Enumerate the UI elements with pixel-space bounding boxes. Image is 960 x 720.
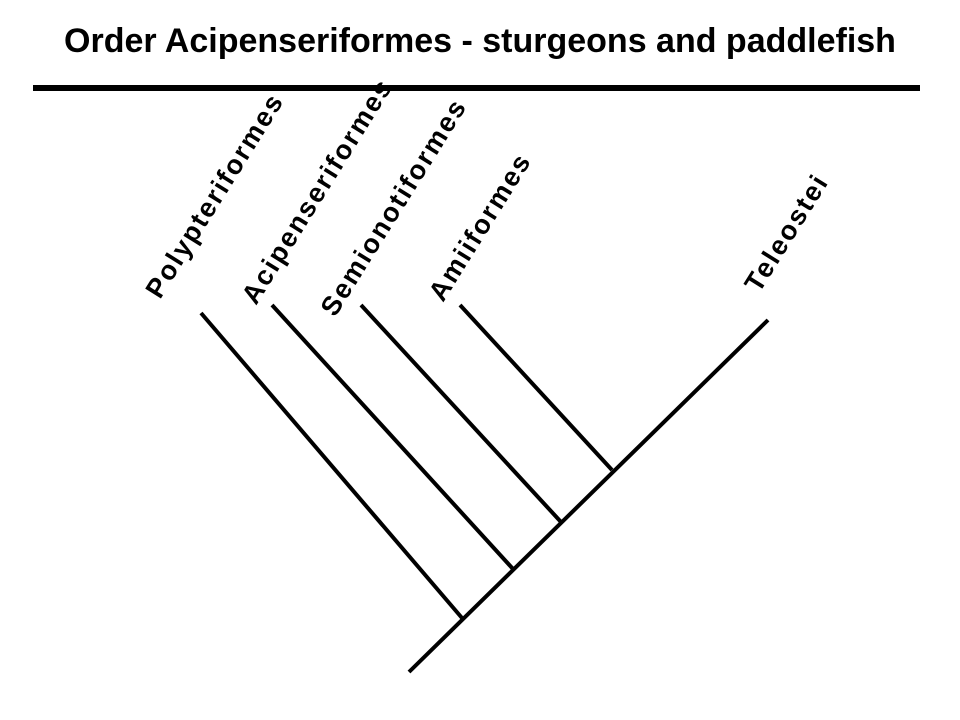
page-title: Order Acipenseriformes - sturgeons and p… [64, 22, 896, 60]
trunk-branch [407, 318, 770, 674]
taxon-label-amiiformes: Amiiformes [423, 147, 538, 306]
branch-acipenseriformes [270, 303, 515, 571]
taxon-label-teleostei: Teleostei [739, 168, 835, 297]
branch-semionotiformes [359, 303, 563, 524]
title-underline [33, 85, 920, 91]
branch-amiiformes [458, 303, 614, 472]
branch-polypteriformes [199, 311, 464, 620]
